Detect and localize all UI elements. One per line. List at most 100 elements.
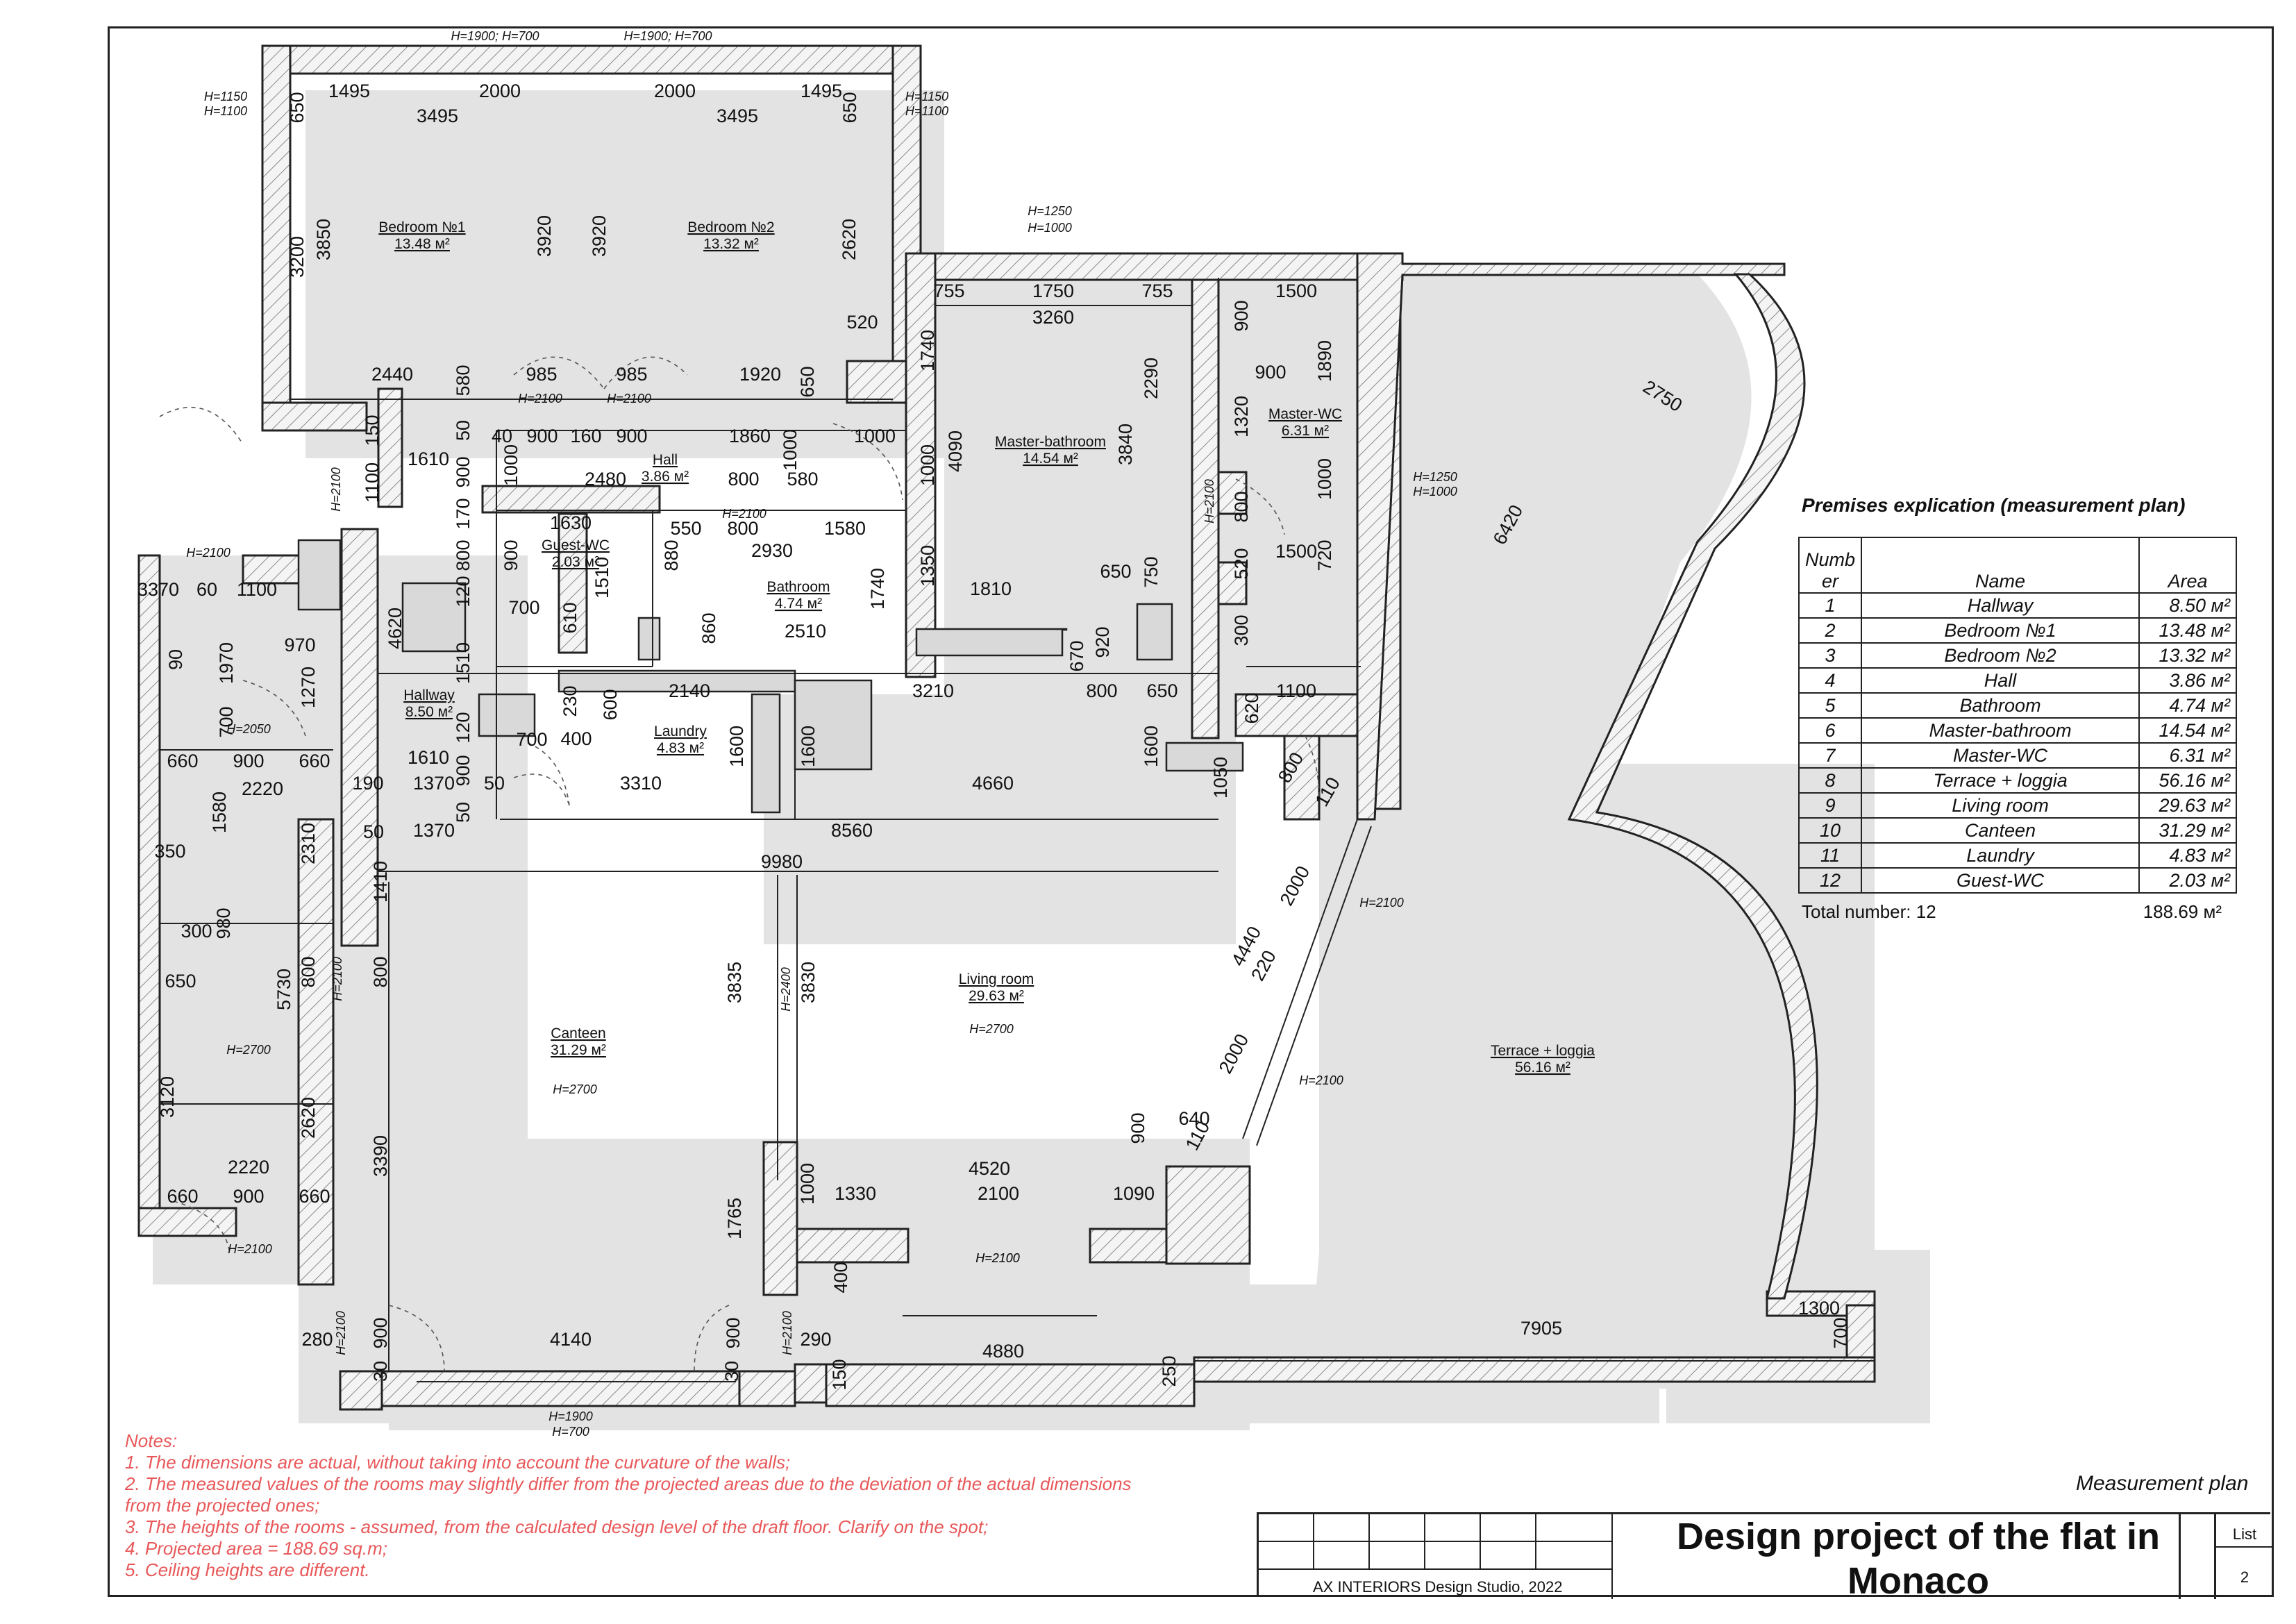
room-name: Canteen: [551, 1026, 605, 1041]
dimension-label: 250: [1159, 1355, 1180, 1387]
row-name: Master-bathroom: [1861, 717, 2140, 744]
dimension-label: 1610: [408, 449, 449, 469]
dimension-label: 120: [453, 712, 474, 743]
dimension-label: 300: [1231, 614, 1252, 646]
dimension-label: 2000: [654, 81, 696, 101]
height-label: H=2100: [975, 1251, 1020, 1265]
dimension-label: 520: [846, 312, 878, 333]
dimension-label: 150: [362, 415, 383, 446]
title-block: AX INTERIORS Design Studio, 2022 Design …: [1257, 1512, 2273, 1602]
dimension-label: 700: [516, 729, 547, 750]
wall-segment: [1234, 693, 1362, 737]
row-name: Living room: [1861, 792, 2140, 819]
row-number: 11: [1798, 842, 1863, 869]
wall-segment: [377, 387, 403, 508]
dimension-label: 2440: [371, 364, 413, 385]
wall-segment: [261, 44, 292, 432]
dimension-label: 5730: [274, 969, 294, 1010]
dimension-label: 1350: [917, 545, 938, 587]
dimension-label: 3200: [287, 236, 308, 278]
dimension-label: 800: [370, 956, 391, 987]
dimension-label: 1000: [917, 444, 938, 486]
room-area: 14.54 м²: [1023, 451, 1078, 467]
dimension-label: 280: [301, 1329, 333, 1350]
dimension-label: 1000: [780, 429, 801, 471]
note-line: 1. The dimensions are actual, without ta…: [125, 1452, 791, 1473]
height-label: H=2400: [779, 967, 793, 1012]
dimension-label: 520: [1231, 548, 1252, 579]
wall-segment: [261, 44, 922, 75]
dimension-label: 920: [1092, 626, 1113, 658]
dimension-label: 1370: [413, 820, 455, 841]
room-name: Bedroom №2: [687, 219, 774, 235]
dimension-label: 1970: [216, 642, 237, 684]
sheet-caption: Measurement plan: [2076, 1472, 2249, 1495]
dimension-label: 660: [299, 751, 330, 771]
height-label: H=2700: [553, 1082, 597, 1096]
dimension-label: 1860: [729, 426, 771, 446]
dimension-label: 90: [165, 649, 186, 670]
dimension-label: 1580: [209, 792, 230, 833]
dimension-label: 2290: [1141, 358, 1162, 399]
row-number: 7: [1798, 742, 1863, 769]
dimension-label: 900: [233, 751, 264, 771]
dimension-label: 700: [216, 706, 237, 737]
dimension-label: 300: [181, 921, 212, 941]
dimension-label: 400: [830, 1262, 851, 1293]
wall-segment: [915, 252, 1404, 281]
dimension-label: 800: [453, 539, 474, 571]
dimension-label: 1410: [370, 861, 391, 903]
dimension-label: 650: [1100, 561, 1131, 582]
notes-block: Notes: 1. The dimensions are actual, wit…: [125, 1430, 1222, 1581]
room-area: 13.48 м²: [394, 236, 450, 252]
row-number: 12: [1798, 867, 1863, 894]
dimension-label: 660: [299, 1186, 330, 1207]
row-area: 4.74 м²: [2138, 692, 2238, 719]
room-area: 13.32 м²: [703, 236, 759, 252]
dimension-label: 1050: [1210, 757, 1231, 798]
dimension-label: 30: [370, 1361, 391, 1382]
dimension-label: 970: [284, 635, 315, 655]
dimension-label: 290: [800, 1329, 831, 1350]
dimension-label: 1320: [1231, 396, 1252, 437]
dimension-label: 900: [1128, 1112, 1148, 1144]
dimension-label: 800: [298, 956, 319, 987]
row-area: 8.50 м²: [2138, 592, 2238, 619]
dimension-label: 1920: [739, 364, 781, 385]
height-label: H=2100: [975, 1251, 1020, 1265]
room-area: 6.31 м²: [1282, 423, 1329, 439]
dimension-label: 160: [570, 426, 601, 446]
row-name: Bedroom №1: [1861, 617, 2140, 644]
wall-segment: [825, 1363, 1196, 1407]
dimension-label: 2220: [242, 778, 283, 799]
dimension-label: 900: [501, 539, 521, 571]
note-line: 4. Projected area = 188.69 sq.m;: [125, 1538, 387, 1559]
row-name: Terrace + loggia: [1861, 767, 2140, 794]
dimension-label: 4880: [982, 1341, 1024, 1362]
dimension-label: 2140: [669, 680, 710, 701]
row-area: 6.31 м²: [2138, 742, 2238, 769]
dimension-label: 400: [560, 728, 592, 749]
height-label: H=2100: [722, 507, 766, 521]
height-label: H=1900; H=700: [623, 29, 712, 43]
dimension-label: 2100: [978, 1183, 1019, 1204]
dimension-label: 900: [233, 1186, 264, 1207]
row-name: Guest-WC: [1861, 867, 2140, 894]
dimension-label: 900: [370, 1317, 391, 1348]
dimension-label: 2000: [479, 81, 521, 101]
dimension-label: 3920: [589, 215, 610, 257]
row-number: 5: [1798, 692, 1863, 719]
dimension-label: 1100: [237, 579, 277, 600]
dimension-label: 190: [352, 773, 383, 794]
dimension-label: 3495: [717, 106, 758, 126]
dimension-label: 755: [1141, 281, 1173, 301]
dimension-label: 620: [1241, 692, 1262, 723]
dimension-label: 3210: [912, 680, 954, 701]
